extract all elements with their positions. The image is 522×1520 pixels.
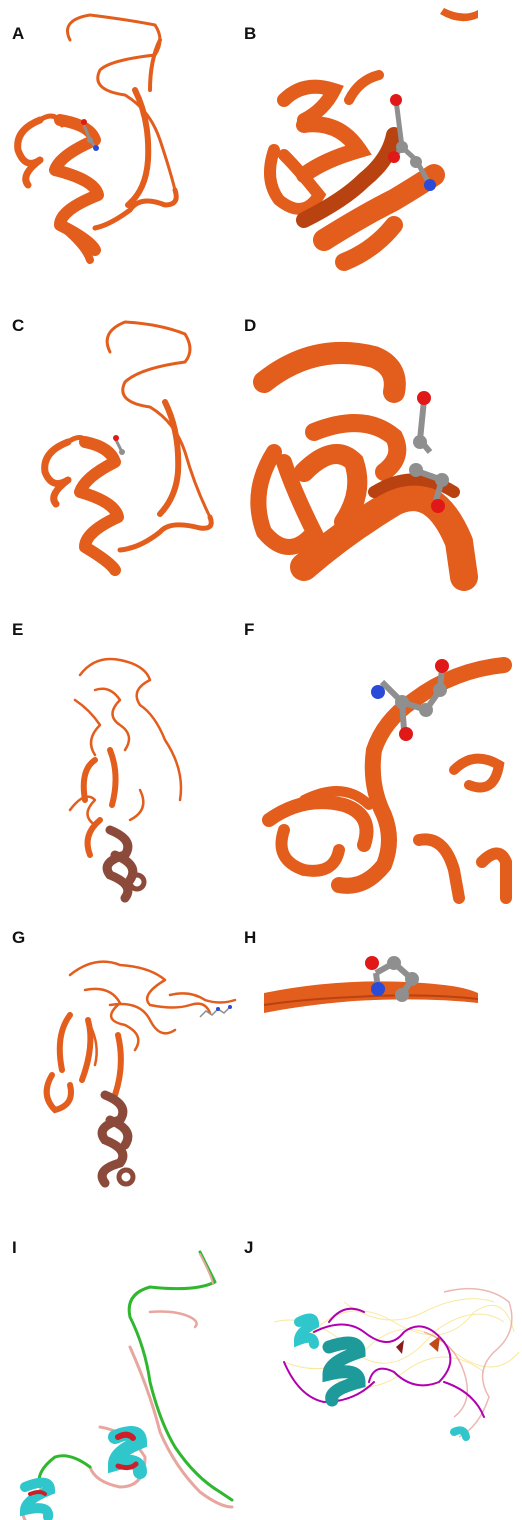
- panel-f-structure: [244, 600, 522, 900]
- protein-closeup-image: [244, 905, 522, 1210]
- panel-i-structure: [0, 1232, 244, 1520]
- protein-ribbon-image: [0, 0, 240, 290]
- panel-j-structure: [244, 1232, 522, 1520]
- panel-a-structure: [0, 0, 240, 290]
- protein-closeup-image: [244, 292, 522, 582]
- protein-closeup-image: [244, 0, 522, 290]
- protein-closeup-image: [244, 600, 522, 900]
- panel-c-structure: [0, 292, 240, 582]
- panel-d-structure: [244, 292, 522, 582]
- protein-ribbon-image: [0, 292, 240, 582]
- protein-ribbon-image: [0, 600, 240, 900]
- protein-ribbon-image: [0, 905, 245, 1210]
- panel-g-structure: [0, 905, 245, 1210]
- panel-h-structure: [244, 905, 522, 1210]
- panel-b-structure: [244, 0, 522, 290]
- protein-ribbon-image: [0, 1232, 244, 1520]
- protein-overlay-image: [244, 1232, 522, 1520]
- panel-e-structure: [0, 600, 240, 900]
